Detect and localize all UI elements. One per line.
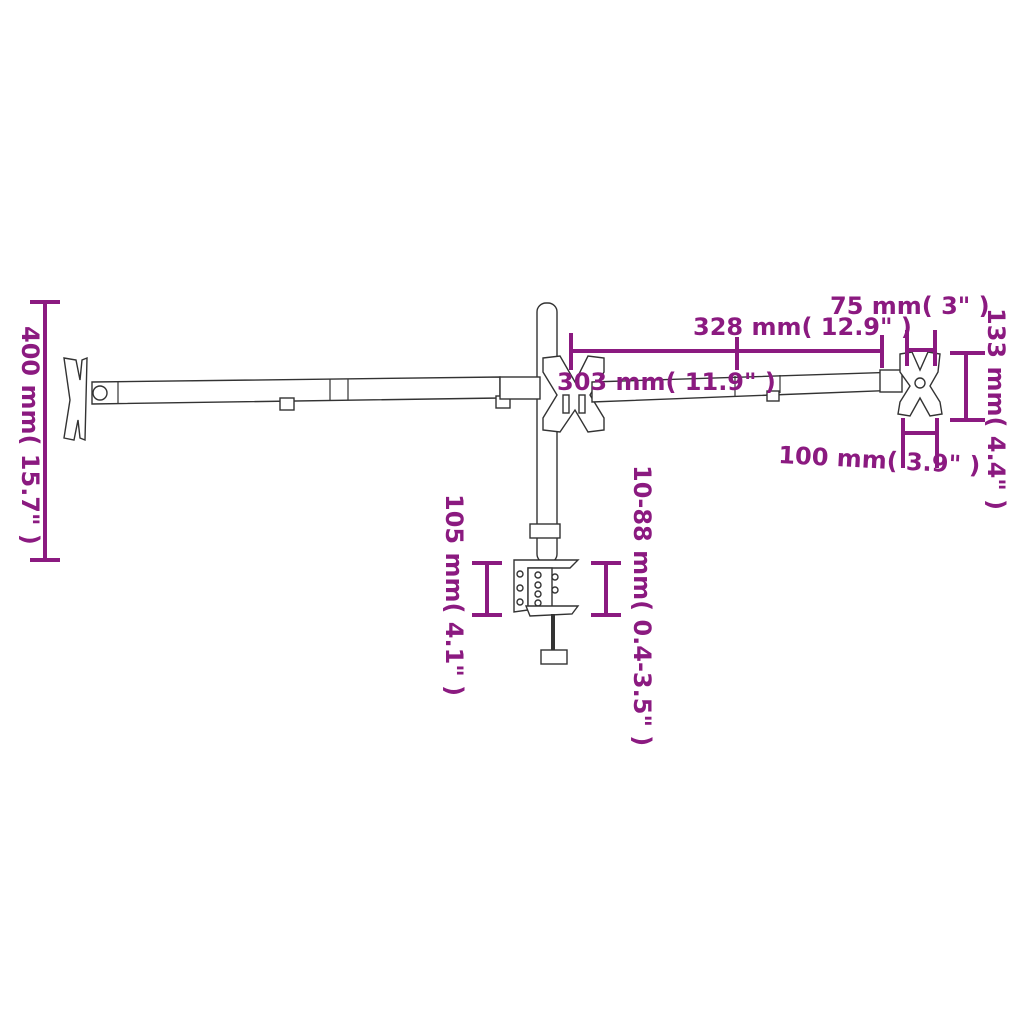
dimension-lines [30, 300, 985, 617]
clamp-height-dim-line [472, 561, 502, 617]
total-height-label: 400 mm( 15.7" ) [16, 326, 44, 545]
plate-height-label: 133 mm( 4.4" ) [982, 308, 1010, 510]
vesa-large-label: 100 mm( 3.9" ) [778, 441, 981, 480]
pole-collar [529, 523, 561, 539]
center-vesa-plate [542, 355, 605, 433]
vesa-large-dim-line [901, 418, 939, 468]
arm-inner-label: 303 mm( 11.9" ) [557, 368, 776, 396]
clamp-screw [551, 614, 555, 650]
clamp-holes [516, 570, 559, 607]
clamp-pad [524, 605, 580, 617]
arm-dim-line [569, 333, 884, 370]
vesa-small-dim-line [905, 330, 937, 366]
plate-height-dim-line [950, 351, 985, 422]
clamp-handle [540, 649, 568, 665]
left-arm-joint [499, 376, 541, 400]
left-arm [91, 376, 501, 405]
product-drawing [63, 302, 943, 665]
arm-outer-label: 328 mm( 12.9" ) [693, 313, 912, 341]
desk-thickness-label: 10-88 mm( 0.4-3.5" ) [628, 465, 656, 746]
desk-thickness-dim-line [591, 561, 621, 617]
vesa-small-label: 75 mm( 3" ) [830, 292, 990, 320]
left-vesa-plate [63, 356, 88, 442]
clamp-height-label: 105 mm( 4.1" ) [440, 494, 468, 696]
height-dim-line [30, 300, 60, 562]
